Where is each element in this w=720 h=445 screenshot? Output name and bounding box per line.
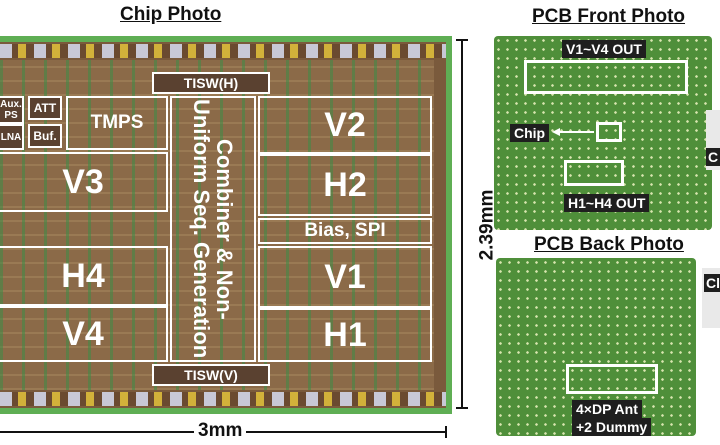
width-dimension: 3mm: [194, 420, 247, 442]
top-pad-row: [0, 44, 446, 58]
chip-die: [0, 36, 452, 414]
antenna-box: [566, 364, 658, 394]
att-block: ATT: [28, 96, 62, 120]
tmps-block: TMPS: [66, 96, 168, 150]
pcb-front-title: PCB Front Photo: [532, 6, 686, 27]
v-out-label: V1~V4 OUT: [562, 40, 646, 58]
aux-ps-block: Aux. PS: [0, 96, 24, 124]
pcb-front-edge-label: C: [706, 148, 720, 166]
bottom-pad-row: [0, 392, 446, 406]
v4-block: V4: [0, 306, 168, 362]
dummy-label: +2 Dummy: [572, 418, 652, 436]
combiner-label: Combiner & Non-Uniform Seq. Generation: [189, 99, 238, 359]
h4-block: H4: [0, 246, 168, 306]
chip-label: Chip: [510, 124, 550, 142]
h2-block: H2: [258, 154, 432, 216]
v1-block: V1: [258, 246, 432, 308]
chip-photo-title: Chip Photo: [120, 4, 222, 25]
pcb-back-title: PCB Back Photo: [534, 234, 684, 255]
pcb-back-edge-label: Cl: [704, 274, 720, 292]
chip-box: [596, 122, 622, 142]
v3-block: V3: [0, 152, 168, 212]
tisw-v-block: TISW(V): [152, 364, 270, 386]
h-out-label: H1~H4 OUT: [564, 194, 650, 212]
v2-block: V2: [258, 96, 432, 154]
bias-spi-block: Bias, SPI: [258, 218, 432, 244]
h-out-box: [564, 160, 624, 186]
die-circuitry: [0, 60, 434, 390]
v-out-box: [524, 60, 688, 94]
lna-block: LNA: [0, 124, 24, 150]
h1-block: H1: [258, 308, 432, 362]
buf-block: Buf.: [28, 124, 62, 148]
tisw-h-block: TISW(H): [152, 72, 270, 94]
combiner-block: Combiner & Non-Uniform Seq. Generation: [170, 96, 256, 362]
antenna-label: 4×DP Ant: [572, 400, 642, 418]
pcb-back-board: [496, 258, 696, 436]
